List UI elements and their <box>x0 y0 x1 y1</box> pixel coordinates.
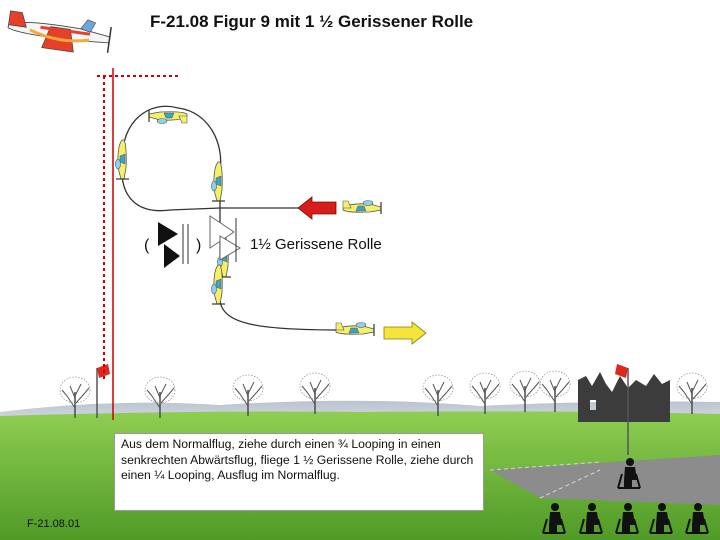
exit-arrow <box>383 321 427 345</box>
flight-path <box>121 105 341 331</box>
symbol-bracket-open: ( <box>144 237 150 254</box>
runway-markings <box>489 461 601 499</box>
runway <box>490 455 720 505</box>
plane-icon <box>210 161 226 202</box>
flight-path-loop-lower <box>121 164 221 212</box>
figure-code: F-21.08.01 <box>27 518 81 530</box>
flag-icon <box>615 364 629 455</box>
title-aircraft-icon <box>7 10 112 53</box>
plane-icon <box>342 199 382 215</box>
description-box: Aus dem Normalflug, ziehe durch einen ¾ … <box>114 433 484 511</box>
plane-icon <box>148 109 188 125</box>
castle-ruin-icon <box>578 372 670 422</box>
snap-roll-symbol-black <box>158 222 189 268</box>
plane-icon <box>335 321 375 337</box>
figure-label: 1½ Gerissene Rolle <box>250 236 382 253</box>
entry-arrow <box>297 196 337 220</box>
plane-icon <box>114 139 130 180</box>
page-title: F-21.08 Figur 9 mit 1 ½ Gerissener Rolle <box>150 12 474 31</box>
snap-roll-triangle-icon <box>209 215 241 262</box>
symbol-bracket-close: ) <box>196 237 201 254</box>
